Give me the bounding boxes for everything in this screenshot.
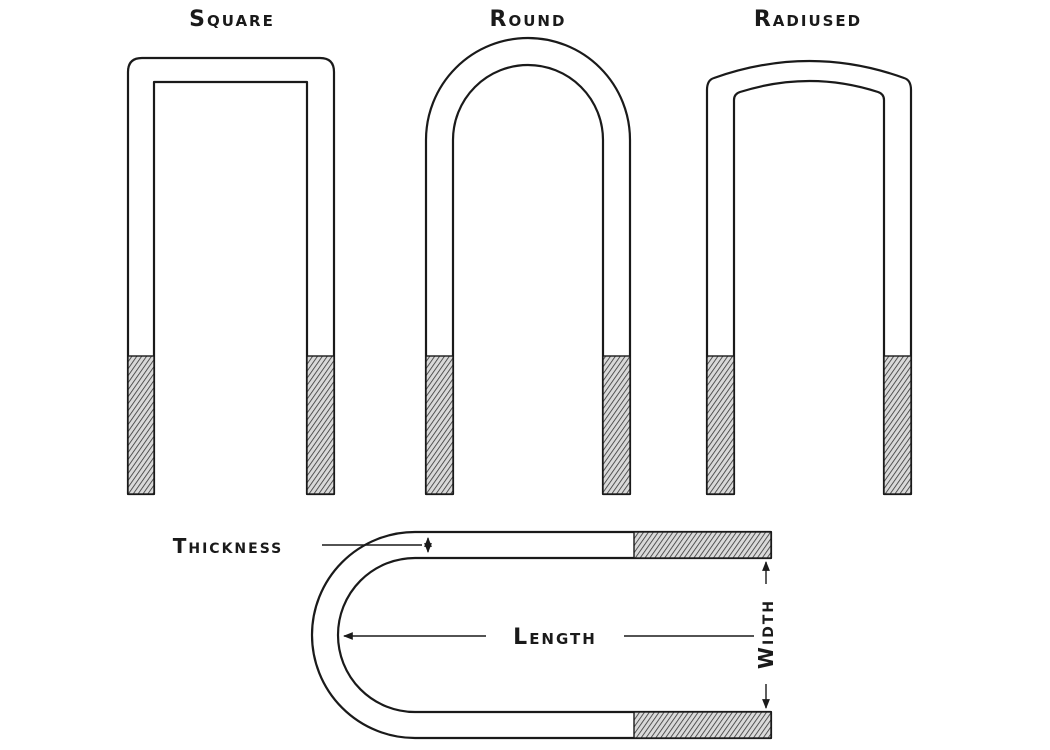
round-left-thread bbox=[425, 355, 454, 495]
radiused-left-thread bbox=[706, 355, 735, 495]
round-right-thread bbox=[602, 355, 631, 495]
square-u-bolt bbox=[126, 56, 336, 496]
width-label-backdrop bbox=[754, 584, 778, 684]
dimensioned-bottom-thread bbox=[633, 711, 772, 739]
dimensioned-top-thread bbox=[633, 531, 772, 559]
round-u-bolt bbox=[424, 36, 632, 496]
round-u-bolt-body bbox=[424, 36, 632, 496]
thickness-label: Thickness bbox=[173, 534, 284, 558]
square-left-thread bbox=[127, 355, 155, 495]
radiused-u-bolt-body bbox=[705, 59, 913, 496]
width-label: Width bbox=[754, 599, 778, 669]
square-label: Square bbox=[189, 7, 275, 32]
radiused-right-thread bbox=[883, 355, 912, 495]
radiused-u-bolt bbox=[705, 59, 913, 496]
square-u-bolt-body bbox=[126, 56, 336, 496]
length-label: Length bbox=[513, 625, 597, 650]
dimensioned-u-bolt: Thickness Length Width bbox=[173, 530, 778, 740]
square-right-thread bbox=[306, 355, 335, 495]
round-label: Round bbox=[490, 7, 567, 32]
radiused-label: Radiused bbox=[754, 7, 862, 32]
